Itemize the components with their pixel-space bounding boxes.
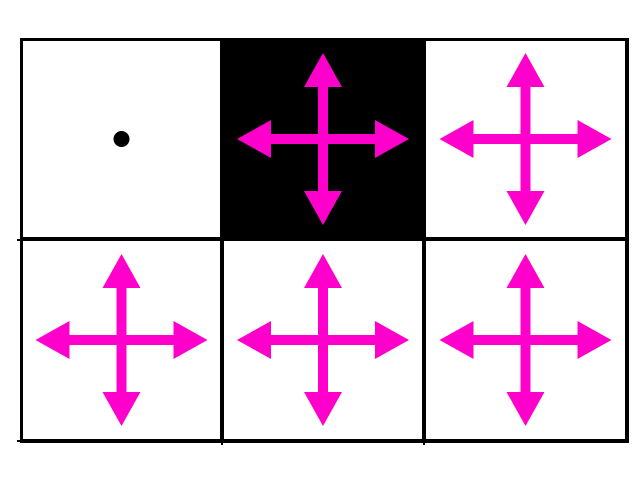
axis-tick bbox=[17, 239, 22, 241]
grid-cell-r2c3[interactable] bbox=[426, 241, 629, 443]
grid-cell-r2c2[interactable] bbox=[224, 241, 426, 443]
axis-tick bbox=[17, 440, 22, 442]
move-arrows-icon bbox=[439, 53, 612, 225]
grid-cell-r2c1[interactable] bbox=[23, 241, 224, 443]
move-arrows-icon bbox=[237, 254, 409, 426]
dot-icon bbox=[113, 131, 130, 147]
grid-cell-r1c3[interactable] bbox=[426, 41, 629, 241]
axis-tick bbox=[423, 441, 425, 445]
move-arrows-icon bbox=[237, 53, 409, 225]
axis-tick bbox=[221, 441, 223, 445]
grid-cell-r1c1[interactable] bbox=[23, 41, 224, 241]
selection-grid bbox=[20, 38, 629, 443]
move-arrows-icon bbox=[35, 254, 208, 426]
move-arrows-icon bbox=[439, 254, 612, 426]
grid-cell-r1c2[interactable] bbox=[224, 41, 426, 241]
